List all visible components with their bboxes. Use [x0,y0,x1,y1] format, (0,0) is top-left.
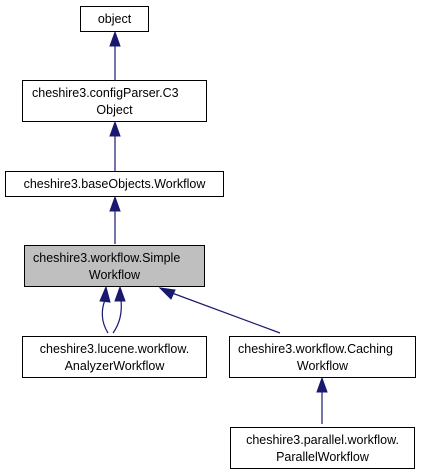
arrow-head [316,376,328,393]
node-simple-label-line2: Workflow [89,268,141,282]
arrow-head [109,120,121,137]
edge-c3object-to-object [109,30,121,80]
edge-analyzer-to-simple-right [112,285,126,334]
node-analyzer-label-line1: cheshire3.lucene.workflow. [40,342,189,356]
node-caching[interactable]: cheshire3.workflow.Caching Workflow [229,336,416,378]
node-simple-label-line1: cheshire3.workflow.Simple [33,251,180,265]
arrow-head [158,287,176,300]
node-analyzer[interactable]: cheshire3.lucene.workflow. AnalyzerWorkf… [22,336,207,378]
node-c3object-label-line1: cheshire3.configParser.C3 [32,86,179,100]
edges [99,30,328,424]
node-workflow[interactable]: cheshire3.baseObjects.Workflow [5,171,224,197]
node-parallel-label-line1: cheshire3.parallel.workflow. [246,433,399,447]
node-parallel[interactable]: cheshire3.parallel.workflow. ParallelWor… [230,427,415,469]
arrow-head [99,285,111,303]
node-analyzer-label-line2: AnalyzerWorkflow [65,359,166,373]
node-object-label: object [98,12,132,26]
node-c3object-label-line2: Object [96,103,133,117]
edge-caching-to-simple [158,287,281,334]
node-simple[interactable]: cheshire3.workflow.Simple Workflow [24,245,205,287]
node-workflow-label: cheshire3.baseObjects.Workflow [24,177,207,191]
node-object[interactable]: object [80,6,149,32]
node-caching-label-line1: cheshire3.workflow.Caching [238,342,393,356]
node-c3object[interactable]: cheshire3.configParser.C3 Object [22,80,207,122]
node-caching-label-line2: Workflow [297,359,349,373]
edge-parallel-to-caching [316,376,328,424]
edge-simple-to-workflow [109,195,121,244]
edge-workflow-to-c3object [109,120,121,172]
edge-analyzer-to-simple-left [99,285,111,334]
arrow-head [109,195,121,212]
arrow-head [109,30,121,47]
arrow-head [114,285,126,302]
node-parallel-label-line2: ParallelWorkflow [276,450,370,464]
